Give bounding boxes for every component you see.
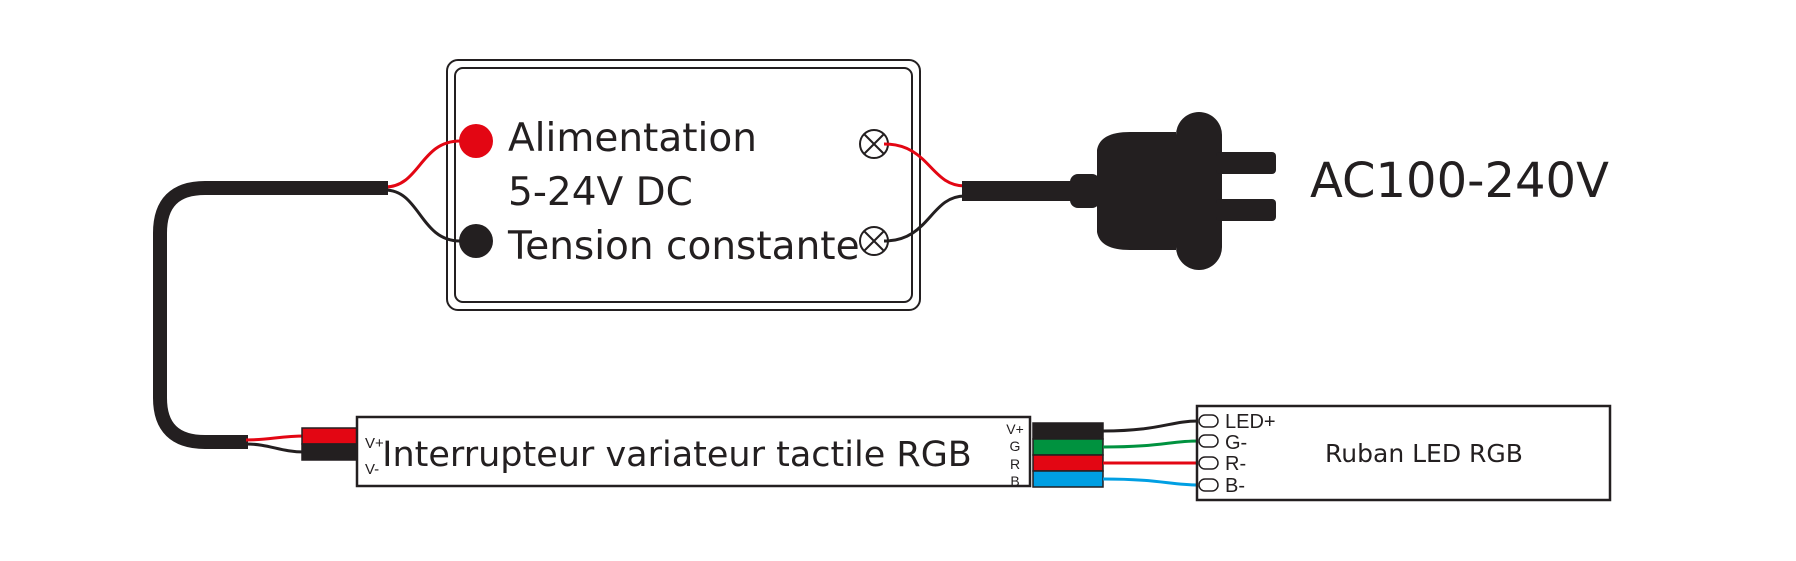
ac-input-terminal-top [859,129,889,159]
controller-pin-vminus: V- [365,461,379,478]
led-pin-led-plus: LED+ [1225,411,1276,433]
solder-pads [1198,414,1219,492]
power-supply-unit: Alimentation 5-24V DC Tension constante [446,59,921,311]
pad-g [1198,434,1219,448]
output-plug-black [1032,422,1104,440]
pad-r [1198,456,1219,470]
power-plug-icon [1070,112,1276,270]
controller-out-pin-b: B [1010,473,1019,489]
rgb-led-strip: LED+ G- R- B- Ruban LED RGB [1195,404,1612,502]
led-pin-g: G- [1225,432,1247,454]
wire-green [1102,439,1199,449]
led-pin-r: R- [1225,453,1246,475]
pad-led-plus [1198,414,1219,428]
controller-output-plug [1032,422,1104,488]
output-plug-green [1032,438,1104,456]
power-supply-label-line3: Tension constante [507,224,860,269]
output-plug-blue [1032,470,1104,488]
power-supply-label-line2: 5-24V DC [508,170,693,215]
dc-black-wire [384,188,461,243]
controller-out-pin-r: R [1010,456,1020,472]
power-supply-outer-frame [446,59,921,311]
wire-blue [1102,477,1199,487]
pad-b [1198,478,1219,492]
ac-input-wires [883,142,966,243]
controller-body [355,415,1032,488]
mains-voltage-label: AC100-240V [1310,153,1609,209]
positive-terminal-dot [459,124,493,158]
led-strip-label: Ruban LED RGB [1325,439,1523,468]
negative-terminal-dot [459,224,493,258]
input-red-wire [245,434,306,442]
output-plug-red [1032,454,1104,472]
input-black-wire [245,442,306,454]
ac-red-wire [883,142,966,188]
controller-input-wires [245,434,306,454]
dc-output-wires [384,139,461,243]
ac-cable [962,181,1072,201]
led-strip-wires [1102,419,1199,487]
ac-black-wire [883,194,966,243]
controller-input-plug-black [301,443,358,461]
rgb-touch-dimmer-controller: V+ V- Interrupteur variateur tactile RGB… [301,415,1104,489]
controller-out-pin-g: G [1010,438,1021,454]
controller-pin-vplus: V+ [365,435,384,452]
controller-out-pin-vplus: V+ [1006,421,1024,437]
power-supply-inner-frame [454,67,913,303]
wire-led-plus [1102,419,1199,433]
controller-input-plug-red [301,427,358,445]
ac-input-terminal-bottom [859,226,889,256]
led-strip-body [1195,404,1612,502]
dc-cable [153,181,388,449]
power-supply-label-line1: Alimentation [508,116,757,161]
controller-label: Interrupteur variateur tactile RGB [382,435,972,475]
led-pin-b: B- [1225,475,1245,497]
dc-red-wire [384,139,461,189]
